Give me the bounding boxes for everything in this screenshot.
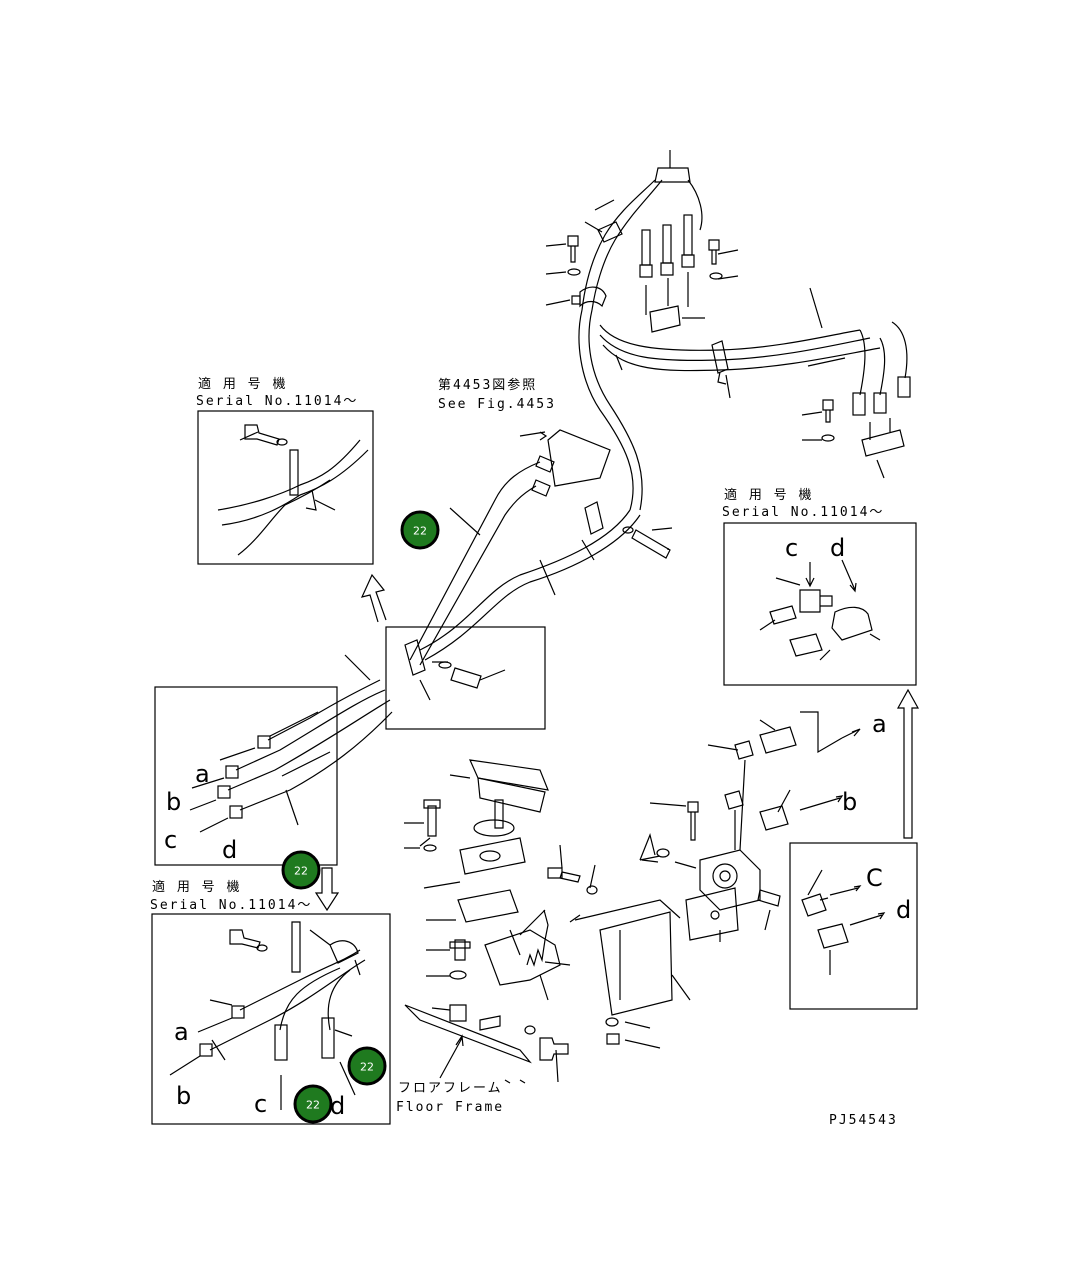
serial-en-label-1: Serial No.11014～ — [196, 394, 358, 409]
badge-4-text: 22 — [306, 1099, 320, 1112]
upper-hose-bundle — [545, 150, 911, 511]
port-label-b-bottom-inset: b — [176, 1082, 191, 1110]
serial-jp-label-3: 適 用 号 機 — [152, 879, 241, 895]
arrow-up-right — [896, 688, 920, 839]
see-fig-en-label: See Fig.4453 — [438, 397, 556, 412]
port-label-a-valve: a — [872, 710, 887, 738]
port-label-d-bottom-inset: d — [330, 1092, 345, 1120]
inset-right — [723, 522, 917, 686]
floor-frame-leader — [439, 1034, 464, 1079]
callout-badge-4[interactable]: 22 — [293, 1084, 333, 1124]
callout-badge-3[interactable]: 22 — [347, 1046, 387, 1086]
callout-badge-1[interactable]: 22 — [400, 510, 440, 550]
serial-jp-label-1: 適 用 号 機 — [198, 376, 287, 392]
serial-en-label-2: Serial No.11014～ — [722, 505, 884, 520]
port-label-a-left-inset: a — [195, 760, 210, 788]
inset-bottom-left-parts — [169, 921, 366, 1110]
main-hoses — [409, 461, 673, 666]
inset-bottom-right-parts — [801, 869, 886, 975]
port-label-c-right-inset: c — [785, 534, 798, 562]
port-label-d-right-inset: d — [830, 534, 845, 562]
serial-en-label-3: Serial No.11014～ — [150, 898, 312, 913]
arrow-up-to-inset — [360, 573, 387, 623]
port-label-b-valve: b — [842, 788, 857, 816]
inset-left-hoses — [189, 654, 393, 833]
pedal-assembly — [404, 759, 691, 1084]
badge-2-text: 22 — [294, 865, 308, 878]
floor-frame-en-label: Floor Frame — [396, 1100, 504, 1115]
inset-top-left-parts — [217, 424, 369, 556]
drawing-code: PJ54543 — [829, 1113, 898, 1128]
port-label-a-bottom-inset: a — [174, 1018, 189, 1046]
callout-badge-2[interactable]: 22 — [281, 850, 321, 890]
port-label-c-left-inset: c — [164, 826, 177, 854]
inset-top-left — [197, 410, 374, 565]
port-label-c-bottom-inset: c — [254, 1090, 267, 1118]
port-label-d-valve-inset: d — [896, 896, 911, 924]
see-fig-jp-label: 第4453図参照 — [438, 377, 537, 393]
badge-1-text: 22 — [413, 525, 427, 538]
valve-assembly — [639, 711, 861, 942]
serial-jp-label-2: 適 用 号 機 — [724, 487, 813, 503]
inset-right-parts — [759, 559, 881, 661]
fitting-block-4453 — [519, 429, 611, 497]
arrow-down-left — [314, 867, 340, 912]
center-clamp — [404, 639, 506, 701]
inset-bottom-left — [151, 913, 391, 1125]
inset-left — [154, 686, 338, 866]
clamp-detail-box — [385, 626, 546, 730]
inset-bottom-right — [789, 842, 918, 1010]
floor-frame-jp-label: フロアフレーム — [398, 1081, 503, 1096]
port-label-b-left-inset: b — [166, 788, 181, 816]
port-label-d-left-inset: d — [222, 836, 237, 864]
port-label-c-valve-inset: C — [866, 864, 883, 892]
badge-3-text: 22 — [360, 1061, 374, 1074]
